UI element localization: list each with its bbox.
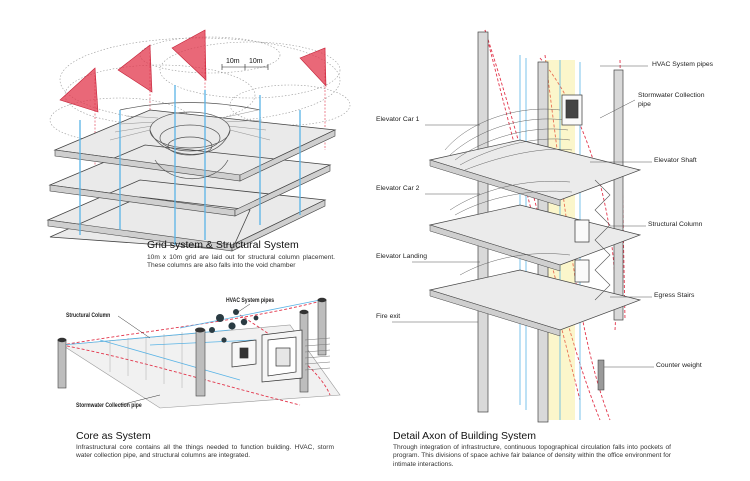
axon-callout-elevator-shaft: Elevator Shaft (654, 157, 697, 164)
axon-callout-structural-column: Structural Column (648, 221, 703, 228)
core-system-drawing (57, 297, 341, 409)
axon-callout-stormwater-line1: Stormwater Collection (638, 92, 705, 99)
axon-callout-fire-exit: Fire exit (376, 313, 401, 320)
axon-callout-elevator-car-1: Elevator Car 1 (376, 116, 420, 123)
core-callout-structural-column: Structural Column (66, 312, 111, 319)
axon-callout-elevator-car-2: Elevator Car 2 (376, 185, 420, 192)
grid-structure-drawing (46, 29, 351, 252)
axon-callout-hvac: HVAC System pipes (652, 61, 714, 68)
axon-callout-stormwater-line2: pipe (638, 101, 651, 108)
roof-gable-red (59, 29, 327, 113)
core-panel-body: Infrastructural core contains all the th… (76, 444, 334, 460)
grid-panel-body: 10m x 10m grid are laid out for structur… (147, 254, 335, 270)
grid-panel-title: Grid system & Structural System (147, 239, 299, 251)
axon-callout-elevator-landing: Elevator Landing (376, 253, 428, 260)
axon-callout-egress-stairs: Egress Stairs (654, 292, 695, 299)
grid-dimension-label-2: 10m (249, 58, 263, 65)
core-callout-hvac: HVAC System pipes (226, 297, 275, 304)
grid-dimension-label-1: 10m (226, 58, 240, 65)
detail-axon-drawing (392, 29, 654, 423)
axon-panel-title: Detail Axon of Building System (393, 430, 536, 442)
core-callout-stormwater: Stormwater Collection pipe (76, 402, 142, 409)
core-panel-title: Core as System (76, 430, 151, 442)
axon-callout-counter-weight: Counter weight (656, 362, 702, 369)
axon-panel-body: Through integration of infrastructure, c… (393, 444, 671, 468)
